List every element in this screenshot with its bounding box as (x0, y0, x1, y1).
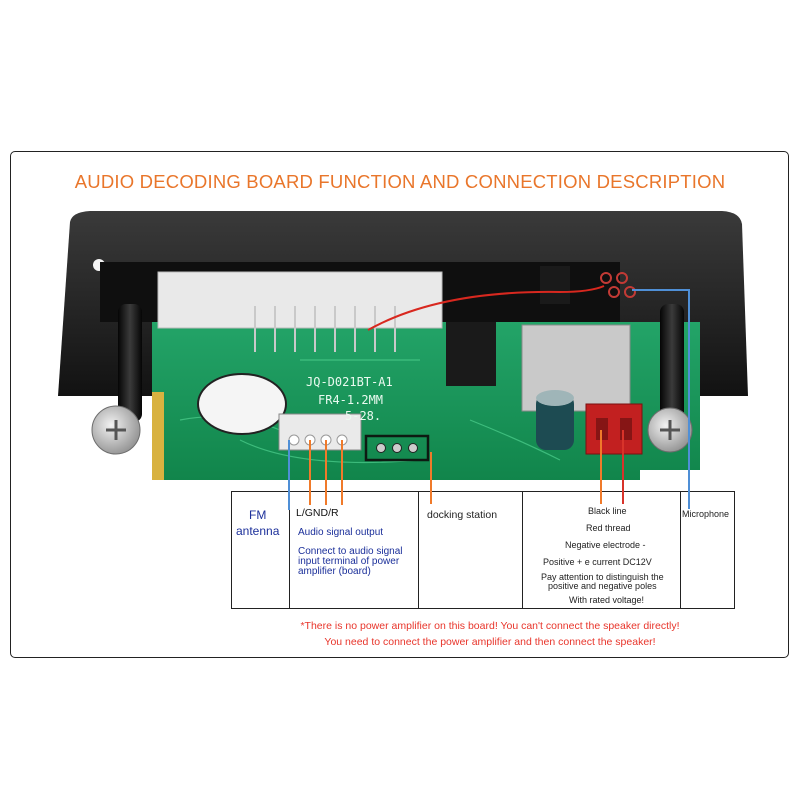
audio-jack (446, 322, 496, 386)
divider-mic (680, 491, 681, 609)
mount-post-left (118, 304, 142, 422)
warning-line2: You need to connect the power amplifier … (324, 636, 656, 648)
audio-connect-line2: input terminal of power (298, 556, 400, 567)
warning-line1: *There is no power amplifier on this boa… (300, 620, 680, 632)
leader-audio-gnd (325, 440, 327, 505)
mount-post-right (660, 304, 684, 422)
pcb-sticker (197, 373, 287, 435)
docking-pads (364, 434, 430, 462)
power-black-label: Black line (588, 506, 627, 516)
leader-power-red (622, 430, 624, 504)
leader-audio-r (341, 440, 343, 505)
capacitor (536, 394, 574, 450)
power-attention-line1: Pay attention to distinguish the (541, 572, 664, 582)
silkscreen-spec: FR4-1.2MM (318, 393, 383, 407)
power-rated-label: With rated voltage! (569, 595, 645, 605)
audio-pins-label: L/GND/R (296, 507, 339, 519)
divider-power (522, 491, 523, 609)
leader-docking (430, 452, 432, 504)
power-red-label: Red thread (586, 523, 631, 533)
divider-audio (289, 491, 290, 609)
leader-power-black (600, 430, 602, 504)
microphone-label: Microphone (682, 509, 730, 519)
silkscreen-date: 5-28. (345, 409, 381, 423)
docking-label: docking station (427, 509, 498, 521)
fm-label-line2: antenna (236, 524, 280, 538)
power-negative-label: Negative electrode - (565, 540, 646, 550)
power-connector (585, 403, 643, 455)
audio-connect-line3: amplifier (board) (298, 566, 371, 577)
leader-mic-v (688, 289, 690, 509)
power-attention-line2: positive and negative poles (548, 581, 657, 591)
leader-fm-antenna (288, 440, 290, 510)
audio-signal-label: Audio signal output (298, 527, 384, 538)
divider-docking (418, 491, 419, 609)
diagram-title: AUDIO DECODING BOARD FUNCTION AND CONNEC… (74, 171, 726, 192)
callout-box-main (231, 491, 735, 609)
display-module (157, 271, 443, 329)
silkscreen-model: JQ-D021BT-A1 (306, 375, 393, 389)
pcb-antenna-strip (152, 392, 164, 480)
fm-label-line1: FM (249, 508, 267, 522)
microphone-wire (367, 285, 605, 331)
leader-audio-l (309, 440, 311, 505)
power-positive-label: Positive + e current DC12V (543, 557, 652, 567)
leader-mic-h (632, 289, 688, 291)
microphone-block (540, 266, 570, 304)
audio-connect-line1: Connect to audio signal (298, 546, 403, 557)
